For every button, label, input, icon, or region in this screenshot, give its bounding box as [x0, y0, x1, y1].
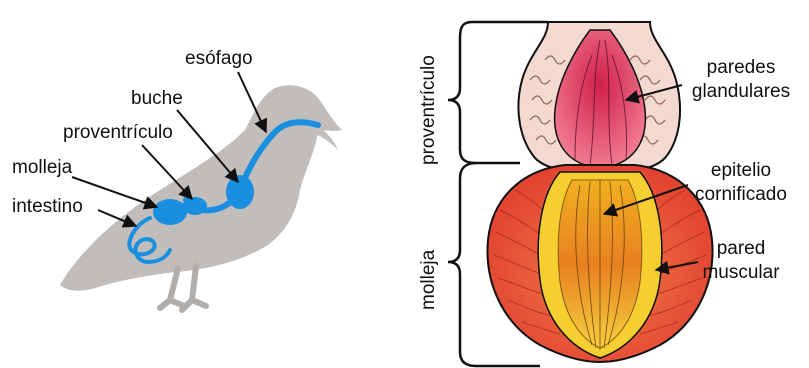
label-glandulares: glandulares: [692, 81, 790, 102]
label-molleja: molleja: [12, 157, 73, 178]
label-muscular: muscular: [702, 262, 780, 283]
label-pared: pared: [717, 238, 766, 259]
label-buche: buche: [131, 88, 183, 109]
bracket-molleja: [448, 163, 476, 366]
label-side-molleja: molleja: [418, 249, 439, 310]
label-esofago: esófago: [185, 48, 253, 69]
stomach-section: [488, 22, 713, 362]
label-epitelio: epitelio: [711, 160, 771, 181]
label-paredes: paredes: [707, 57, 776, 78]
bird-silhouette: [60, 85, 342, 310]
label-cornificado: cornificado: [695, 184, 787, 205]
arrow-molleja: [72, 177, 157, 207]
gizzard-shape: [153, 199, 187, 225]
label-proventriculo: proventrículo: [63, 122, 173, 143]
side-labels: proventrículo molleja: [418, 55, 439, 310]
bracket-proventriculo: [448, 22, 476, 163]
label-intestino: intestino: [12, 196, 83, 217]
crop-shape: [226, 175, 254, 209]
label-side-proventriculo: proventrículo: [418, 55, 439, 165]
